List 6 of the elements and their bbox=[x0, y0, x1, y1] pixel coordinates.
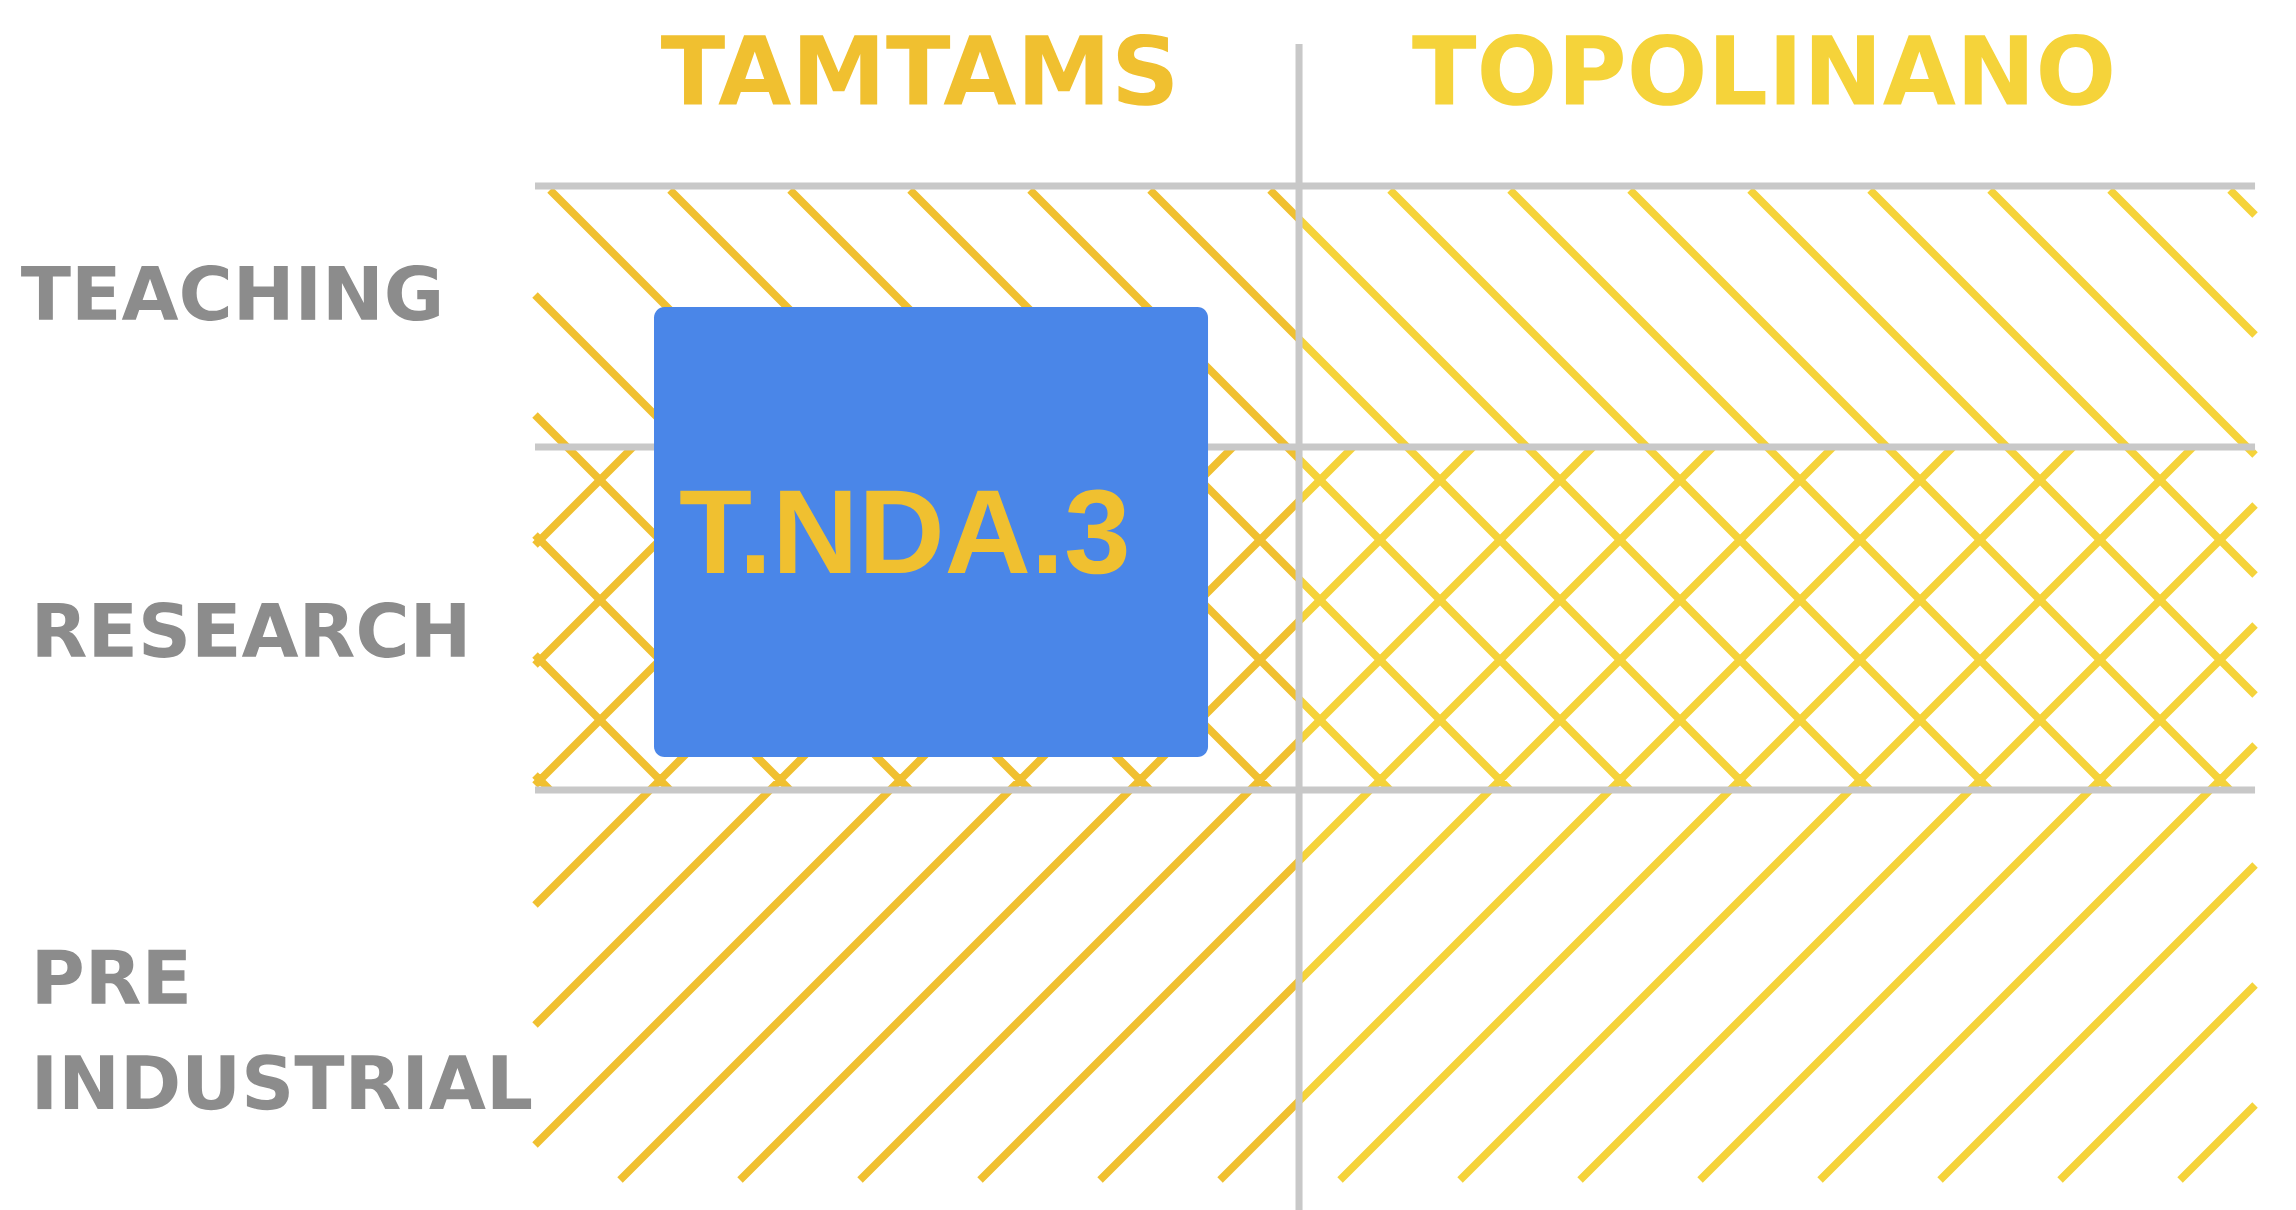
row-label: RESEARCH bbox=[37, 602, 465, 658]
column-heading: TOPOLINANO bbox=[1412, 34, 2112, 106]
row-label: PRE INDUSTRIAL bbox=[37, 949, 532, 1111]
label-box: T.NDA.3 bbox=[654, 307, 1208, 757]
row-label: TEACHING bbox=[21, 265, 439, 321]
column-heading: TAMTAMS bbox=[661, 34, 1173, 106]
